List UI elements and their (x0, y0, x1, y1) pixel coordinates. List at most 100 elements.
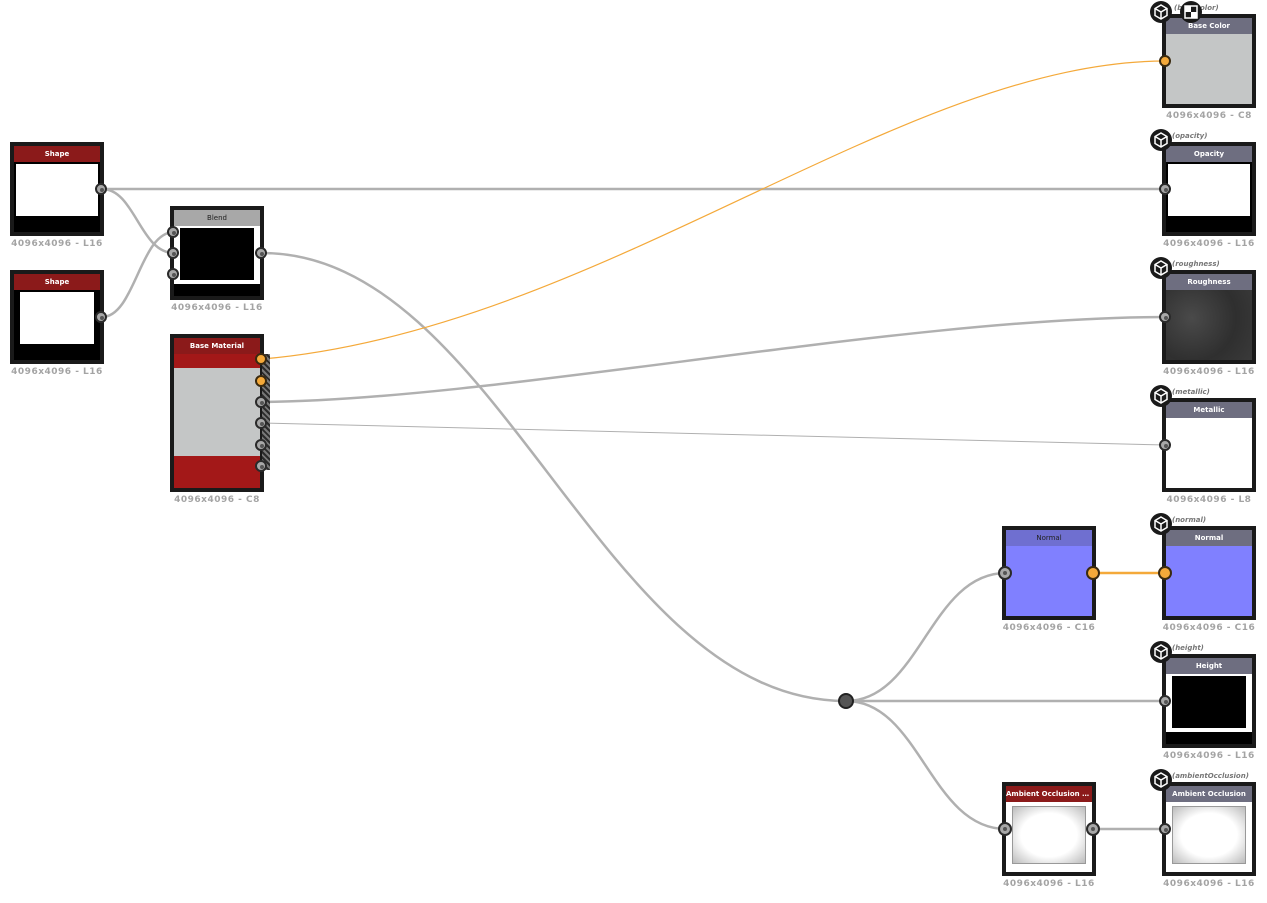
output-node-basecolor[interactable]: Base Color (1162, 14, 1256, 108)
input-port[interactable] (1158, 566, 1172, 580)
node-preview (1166, 34, 1252, 104)
node-caption: 4096x4096 - L16 (11, 367, 103, 377)
output-node-normal[interactable]: Normal (1162, 526, 1256, 620)
node-caption: 4096x4096 - C8 (174, 495, 260, 505)
wire-dot-to-ao (844, 699, 1008, 831)
node-caption: 4096x4096 - L16 (1003, 879, 1095, 889)
shape-node[interactable]: Shape (10, 142, 104, 236)
blend-node[interactable]: Blend (170, 206, 264, 300)
node-caption: 4096x4096 - C16 (1162, 623, 1256, 633)
input-port[interactable] (1159, 439, 1171, 451)
node-preview (1006, 546, 1092, 616)
node-preview (14, 290, 100, 360)
output-identifier: (ambientOcclusion) (1172, 772, 1249, 780)
output-identifier: (roughness) (1172, 260, 1220, 268)
output-port-roughness[interactable] (255, 396, 267, 408)
input-port[interactable] (1159, 695, 1171, 707)
node-preview (1006, 802, 1092, 872)
node-preview (1166, 546, 1252, 616)
node-caption: 4096x4096 - L16 (171, 303, 263, 313)
wire-shape1-to-blend (100, 187, 176, 255)
node-title: Height (1166, 658, 1252, 674)
shape-node[interactable]: Shape (10, 270, 104, 364)
input-port[interactable] (1159, 823, 1171, 835)
node-caption: 4096x4096 - L16 (11, 239, 103, 249)
node-preview (174, 226, 260, 296)
node-title: Ambient Occlusion (1166, 786, 1252, 802)
output-port[interactable] (1086, 822, 1100, 836)
output-port-basecolor[interactable] (255, 353, 267, 365)
node-preview (1166, 802, 1252, 872)
output-node-metallic[interactable]: Metallic (1162, 398, 1256, 492)
graph-thumbnail-icon (1180, 1, 1202, 23)
wire-metallic (261, 422, 1167, 446)
node-preview (1166, 290, 1252, 360)
output-port-normal[interactable] (255, 375, 267, 387)
output-port[interactable] (255, 247, 267, 259)
node-caption: 4096x4096 - C8 (1166, 111, 1252, 121)
dot-node[interactable] (838, 693, 854, 709)
output-port[interactable] (95, 311, 107, 323)
node-title: Normal (1006, 530, 1092, 546)
output-node-roughness[interactable]: Roughness (1162, 270, 1256, 364)
node-title: Base Color (1166, 18, 1252, 34)
output-port-height[interactable] (255, 439, 267, 451)
node-title: Opacity (1166, 146, 1252, 162)
input-port[interactable] (1159, 183, 1171, 195)
input-port[interactable] (998, 822, 1012, 836)
node-title: Roughness (1166, 274, 1252, 290)
input-port[interactable] (1159, 55, 1171, 67)
node-preview (1166, 162, 1252, 232)
node-preview (14, 162, 100, 232)
output-port-ao[interactable] (255, 460, 267, 472)
output-identifier: (opacity) (1172, 132, 1208, 140)
cube-icon (1150, 129, 1172, 151)
node-caption: 4096x4096 - L16 (1163, 367, 1255, 377)
wire-roughness (260, 315, 1168, 404)
node-caption: 4096x4096 - L8 (1166, 495, 1252, 505)
cube-icon (1150, 1, 1172, 23)
node-title: Shape (14, 146, 100, 162)
wire-basecolor (261, 60, 1167, 360)
node-title: Metallic (1166, 402, 1252, 418)
node-caption: 4096x4096 - L16 (1163, 879, 1255, 889)
output-port[interactable] (1086, 566, 1100, 580)
input-port[interactable] (167, 247, 179, 259)
node-title: Blend (174, 210, 260, 226)
input-port[interactable] (167, 226, 179, 238)
node-caption: 4096x4096 - C16 (1002, 623, 1096, 633)
node-caption: 4096x4096 - L16 (1163, 239, 1255, 249)
output-port[interactable] (95, 183, 107, 195)
base-material-node[interactable]: Base Material (170, 334, 264, 492)
node-title: Base Material (174, 338, 260, 354)
node-title: Normal (1166, 530, 1252, 546)
port-strip (262, 354, 270, 470)
output-identifier: (normal) (1172, 516, 1207, 524)
node-caption: 4096x4096 - L16 (1163, 751, 1255, 761)
output-identifier: (height) (1172, 644, 1204, 652)
input-port[interactable] (998, 566, 1012, 580)
cube-icon (1150, 257, 1172, 279)
node-title: Ambient Occlusion (HB... (1006, 786, 1092, 802)
cube-icon (1150, 641, 1172, 663)
normal-filter-node[interactable]: Normal (1002, 526, 1096, 620)
node-preview (174, 354, 260, 488)
output-port-metallic[interactable] (255, 417, 267, 429)
node-preview (1166, 674, 1252, 744)
cube-icon (1150, 769, 1172, 791)
output-node-ambientocclusion[interactable]: Ambient Occlusion (1162, 782, 1256, 876)
input-port[interactable] (1159, 311, 1171, 323)
ao-filter-node[interactable]: Ambient Occlusion (HB... (1002, 782, 1096, 876)
cube-icon (1150, 513, 1172, 535)
node-title: Shape (14, 274, 100, 290)
output-node-height[interactable]: Height (1162, 654, 1256, 748)
output-node-opacity[interactable]: Opacity (1162, 142, 1256, 236)
wire-dot-to-normal (844, 571, 1008, 703)
input-port[interactable] (167, 268, 179, 280)
wire-shape2-to-blend (100, 230, 176, 319)
node-preview (1166, 418, 1252, 488)
wire-blend-to-dot (260, 251, 848, 703)
cube-icon (1150, 385, 1172, 407)
output-identifier: (metallic) (1172, 388, 1210, 396)
